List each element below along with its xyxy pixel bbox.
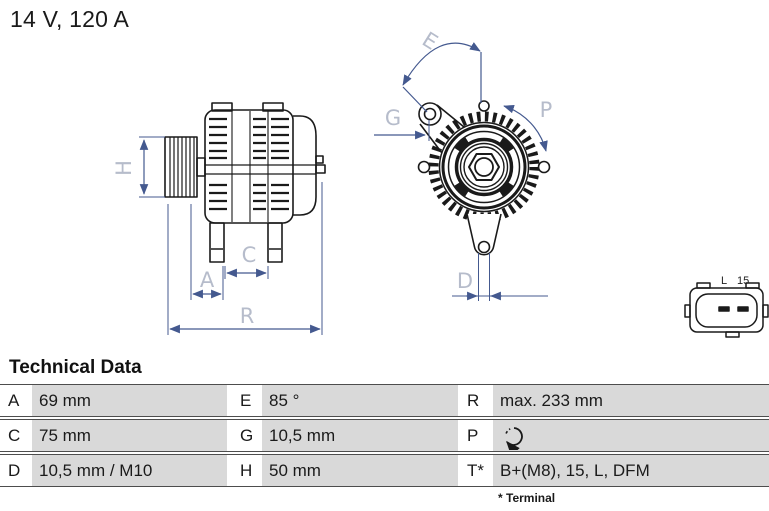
connector-pin-L bbox=[718, 306, 730, 312]
cooling-fins-mid bbox=[253, 117, 266, 211]
connector-pin-15 bbox=[737, 306, 749, 312]
tech-label-E: E bbox=[227, 385, 262, 416]
dim-label-G: G bbox=[385, 106, 401, 130]
housing-body bbox=[204, 102, 326, 263]
shaft-nut-hex bbox=[468, 153, 500, 181]
technical-data-heading: Technical Data bbox=[9, 357, 142, 378]
tech-label-G: G bbox=[227, 420, 262, 451]
tech-value-A: 69 mm bbox=[32, 385, 227, 416]
connector-label-15: 15 bbox=[737, 275, 749, 287]
tech-label-T: T* bbox=[458, 455, 493, 486]
page-title: 14 V, 120 A bbox=[10, 6, 130, 32]
dim-label-A: A bbox=[200, 268, 215, 292]
terminal-stud bbox=[315, 164, 326, 174]
housing-ear-top bbox=[478, 100, 490, 112]
side-view-dimensions bbox=[139, 136, 323, 335]
tech-value-R: max. 233 mm bbox=[493, 385, 769, 416]
mounting-lug-bottom bbox=[466, 213, 502, 256]
angle-arc-E bbox=[402, 42, 481, 86]
cooling-fins-rear bbox=[271, 117, 289, 211]
top-tab-left bbox=[211, 102, 233, 112]
dim-label-D: D bbox=[457, 269, 473, 293]
cooling-fins-front bbox=[209, 117, 227, 211]
stator-teeth-ring bbox=[428, 111, 540, 223]
front-view-dimensions bbox=[374, 42, 548, 301]
table-row: A 69 mm E 85 ° R max. 233 mm bbox=[0, 384, 769, 417]
tech-value-C: 75 mm bbox=[32, 420, 227, 451]
dim-label-R: R bbox=[240, 304, 255, 328]
rotor-claw-segments bbox=[449, 132, 519, 202]
dim-label-E: E bbox=[418, 27, 442, 54]
table-row: D 10,5 mm / M10 H 50 mm T* B+(M8), 15, L… bbox=[0, 454, 769, 487]
mounting-lug-top-arm bbox=[419, 104, 465, 154]
terminal-stud bbox=[315, 155, 324, 164]
tech-value-E: 85 ° bbox=[262, 385, 458, 416]
alternator-front-view bbox=[417, 100, 551, 256]
plug-connector-drawing bbox=[684, 282, 769, 338]
mounting-lug-front bbox=[209, 222, 225, 263]
tech-value-P bbox=[493, 420, 769, 451]
tech-value-G: 10,5 mm bbox=[262, 420, 458, 451]
through-bolt-line bbox=[205, 164, 316, 175]
tech-label-C: C bbox=[0, 420, 32, 451]
tech-label-H: H bbox=[227, 455, 262, 486]
tech-value-T: B+(M8), 15, L, DFM bbox=[493, 455, 769, 486]
alternator-side-view bbox=[164, 102, 326, 263]
connector-label-L: L bbox=[721, 275, 727, 287]
housing-ear-left bbox=[417, 160, 431, 174]
mounting-lug-rear bbox=[267, 222, 283, 263]
tech-label-D: D bbox=[0, 455, 32, 486]
dim-label-C: C bbox=[242, 243, 257, 267]
rotation-arrow-P bbox=[503, 105, 548, 152]
tech-label-P: P bbox=[458, 420, 493, 451]
tech-label-A: A bbox=[0, 385, 32, 416]
drawing-canvas: H A C R bbox=[112, 27, 769, 338]
tech-label-R: R bbox=[458, 385, 493, 416]
tech-value-D: 10,5 mm / M10 bbox=[32, 455, 227, 486]
terminal-footnote: * Terminal bbox=[498, 491, 556, 505]
dim-label-H: H bbox=[112, 160, 136, 176]
dim-label-P: P bbox=[540, 98, 553, 122]
tech-value-H: 50 mm bbox=[262, 455, 458, 486]
top-tab-right bbox=[262, 102, 284, 112]
technical-data-table: A 69 mm E 85 ° R max. 233 mm C 75 mm G 1… bbox=[0, 384, 769, 489]
pulley bbox=[164, 136, 206, 198]
rotation-direction-icon bbox=[505, 426, 523, 450]
housing-ear-right bbox=[537, 160, 551, 174]
shaft-center bbox=[474, 157, 494, 177]
table-row: C 75 mm G 10,5 mm P bbox=[0, 419, 769, 452]
